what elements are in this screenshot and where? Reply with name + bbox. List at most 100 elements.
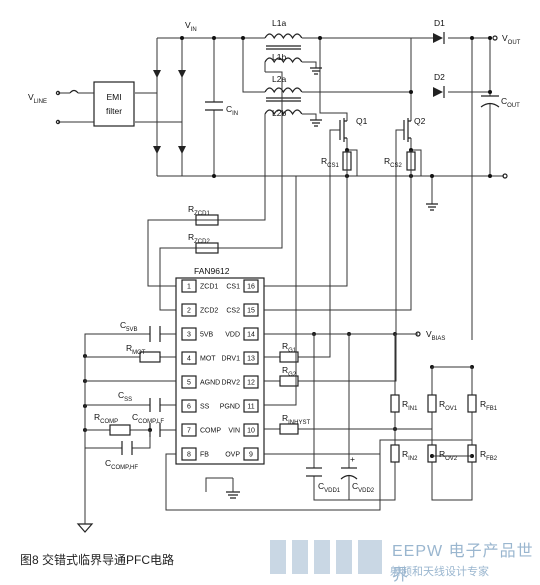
vout-terminal: [492, 35, 498, 41]
ic-right-pins: 16 CS1 15 CS2 14 VDD 13 DRV1 12 DRV2 11 PGND 10 VIN 9 O…: [220, 279, 259, 461]
ic-pin-box-left: [181, 303, 197, 317]
ic-pin-box-right: [243, 399, 259, 413]
ic-pin-box-left: [181, 423, 197, 437]
watermark-text: EEPW 电子产品世界: [392, 543, 534, 584]
watermark-subtext: 射频和天线设计专家: [390, 566, 489, 578]
ic-pin-box-right: [243, 447, 259, 461]
ic-pin-name: CS2: [226, 308, 240, 315]
ccomplf-label: CCOMP,LF: [132, 412, 164, 425]
rin1-label: RIN1: [402, 399, 418, 412]
inductor-l1: [264, 33, 303, 64]
ic-pin-name: 5VB: [200, 332, 214, 339]
emi-line2: filter: [106, 106, 122, 116]
d1-label: D1: [434, 18, 445, 28]
d2-label: D2: [434, 72, 445, 82]
c5vb-label: C5VB: [120, 320, 137, 333]
ic-pin-name: SS: [200, 404, 210, 411]
watermark-logo: [270, 540, 382, 574]
l2a-label: L2a: [272, 74, 286, 84]
ic-pin-box-left: [181, 447, 197, 461]
ccomphf-label: CCOMP,HF: [105, 458, 138, 471]
cin-label: CIN: [226, 104, 238, 117]
cvdd1-label: CVDD1: [318, 481, 341, 494]
ic-pin-number: 5: [187, 380, 191, 387]
ic-pin-number: 6: [187, 404, 191, 411]
ic-pin-name: CS1: [226, 284, 240, 291]
gnd-terminal: [502, 173, 508, 179]
rin2-label: RIN2: [402, 449, 418, 462]
figure-caption: 图8 交错式临界导通PFC电路: [20, 553, 175, 567]
vbias-label: VBIAS: [426, 329, 445, 342]
ic-pin-number: 1: [187, 284, 191, 291]
mosfet-q2: [403, 118, 411, 142]
ic-name: FAN9612: [194, 266, 230, 276]
ic-pin-box-right: [243, 303, 259, 317]
ic-pin-number: 3: [187, 332, 191, 339]
rov2-label: ROV2: [439, 449, 458, 462]
cvdd2-label: CVDD2: [352, 481, 375, 494]
ic-pin-name: DRV1: [221, 356, 240, 363]
ic-pin-box-left: [181, 399, 197, 413]
bridge-diodes: [153, 70, 186, 154]
ic-pin-name: OVP: [225, 452, 240, 459]
ic-pin-number: 8: [187, 452, 191, 459]
css-label: CSS: [118, 390, 132, 403]
ic-pin-name: ZCD2: [200, 308, 218, 315]
cvdd2-polarity: +: [350, 454, 355, 464]
vline-label: VLINE: [28, 92, 47, 105]
rcs2-label: RCS2: [384, 156, 402, 169]
rzcd1-label: RZCD1: [188, 204, 210, 217]
ic-pin-number: 13: [247, 356, 255, 363]
ic-pin-box-right: [243, 423, 259, 437]
l1a-label: L1a: [272, 18, 286, 28]
ic-pin-number: 7: [187, 428, 191, 435]
q2-label: Q2: [414, 116, 426, 126]
output-diodes: [433, 32, 445, 98]
rg1-label: RG1: [282, 341, 297, 354]
ic-pin-name: FB: [200, 452, 209, 459]
vin-label: VIN: [185, 20, 197, 33]
rcs1-label: RCS1: [321, 156, 339, 169]
ic-pin-number: 15: [247, 308, 255, 315]
ic-pin-number: 10: [247, 428, 255, 435]
l1b-label: L1b: [272, 52, 286, 62]
rcomp-label: RCOMP: [94, 412, 118, 425]
rfb1-label: RFB1: [480, 399, 498, 412]
mosfet-q1: [339, 118, 347, 142]
ic-pin-number: 12: [247, 380, 255, 387]
rinhyst-label: RINHYST: [282, 413, 310, 426]
ic-pin-box-right: [243, 279, 259, 293]
inductor-l2: [264, 87, 303, 116]
ic-pin-number: 11: [247, 404, 254, 411]
ic-pin-name: PGND: [220, 404, 240, 411]
cout-label: COUT: [501, 96, 520, 109]
ic-pin-number: 4: [187, 356, 191, 363]
ic-pin-box-left: [181, 279, 197, 293]
ic-pin-name: MOT: [200, 356, 216, 363]
ic-pin-number: 14: [247, 332, 255, 339]
rfb2-label: RFB2: [480, 449, 498, 462]
ic-pin-name: VIN: [228, 428, 240, 435]
q1-label: Q1: [356, 116, 368, 126]
ic-pin-box-right: [243, 375, 259, 389]
rmot-label: RMOT: [126, 343, 146, 356]
ic-pin-name: DRV2: [221, 380, 240, 387]
ic-pin-name: VDD: [225, 332, 240, 339]
rov1-label: ROV1: [439, 399, 458, 412]
l2b-label: L2b: [272, 108, 286, 118]
vout-label: VOUT: [502, 33, 521, 46]
emi-line1: EMI: [106, 92, 121, 102]
rg2-label: RG2: [282, 365, 297, 378]
ic-pin-box-right: [243, 327, 259, 341]
ic-pin-number: 2: [187, 308, 191, 315]
ic-pin-box-left: [181, 351, 197, 365]
ic-pin-box-left: [181, 375, 197, 389]
ground-symbols: [76, 67, 438, 533]
rzcd2-label: RZCD2: [188, 232, 210, 245]
ic-pin-name: ZCD1: [200, 284, 218, 291]
ic-pin-number: 9: [249, 452, 253, 459]
ic-pin-name: AGND: [200, 380, 220, 387]
ic-pin-number: 16: [247, 284, 255, 291]
